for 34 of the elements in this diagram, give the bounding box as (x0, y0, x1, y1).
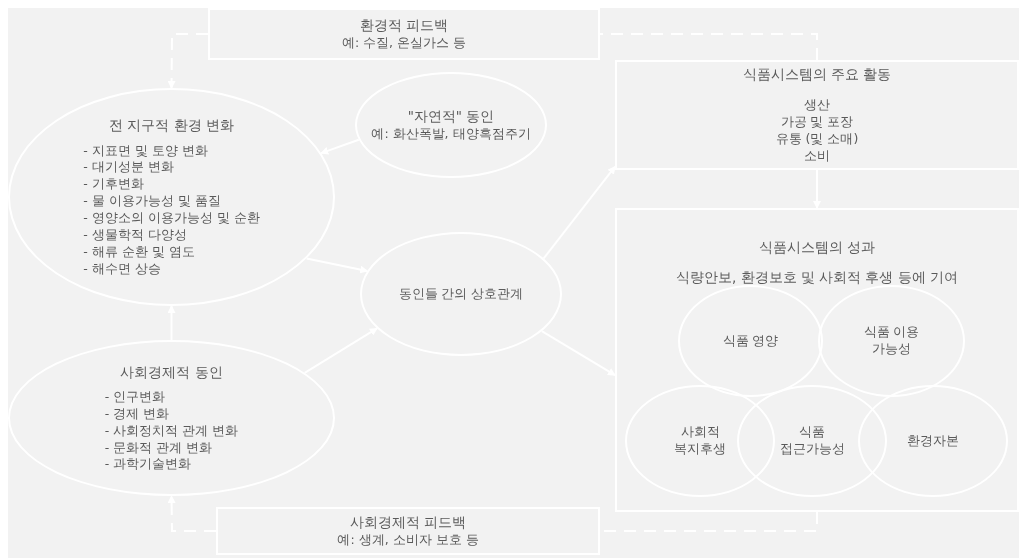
node-label: 사회적 복지후생 (673, 424, 727, 458)
node-label: 식품 접근가능성 (778, 424, 846, 458)
box-heading: 식품시스템의 주요 활동 (742, 65, 892, 84)
node-label: 동인들 간의 상호관계 (398, 285, 524, 303)
list-item: - 해류 순환 및 염도 (83, 243, 196, 261)
example-text: 예: 수질, 온실가스 등 (341, 34, 467, 52)
list-item: - 문화적 관계 변화 (104, 439, 214, 457)
box-heading: 식품시스템의 성과 (758, 238, 876, 257)
list-item: - 인구변화 (104, 388, 167, 406)
list-item: - 지표면 및 토양 변화 (83, 142, 209, 160)
ellipse-heading: 사회경제적 동인 (120, 362, 223, 381)
ellipse-heading: 전 지구적 환경 변화 (109, 116, 234, 135)
example-text: 예: 화산폭발, 태양흑점주기 (371, 125, 531, 143)
list-item: - 기후변화 (83, 176, 145, 194)
node-label: 사회경제적 피드백 (349, 513, 467, 532)
list-item: - 영양소의 이용가능성 및 순환 (83, 210, 260, 227)
list-item: - 경제 변화 (104, 405, 171, 423)
list-item: - 물 이용가능성 및 품질 (83, 193, 222, 211)
node-label: 환경적 피드백 (359, 16, 449, 35)
example-text: 예: 생계, 소비자 보호 등 (337, 531, 479, 549)
list-item: - 생물학적 다양성 (83, 227, 188, 244)
activity-text: 소비 (804, 148, 830, 165)
list-item: - 해수면 상승 (83, 260, 162, 278)
activity-text: 유통 (및 소매) (775, 131, 859, 148)
list-item: - 사회정치적 관계 변화 (104, 422, 239, 440)
node-label: 환경자본 (907, 432, 959, 450)
node-label: 식품 이용 가능성 (862, 324, 921, 358)
subtitle-text: 식량안보, 환경보호 및 사회적 후생 등에 기여 (675, 268, 958, 287)
activity-text: 가공 및 포장 (780, 114, 854, 132)
node-label: "자연적" 동인 (407, 107, 495, 126)
node-label: 식품 영양 (722, 332, 779, 350)
list-item: - 대기성분 변화 (83, 159, 175, 177)
activity-text: 생산 (804, 97, 830, 115)
list-item: - 과학기술변화 (104, 456, 193, 474)
